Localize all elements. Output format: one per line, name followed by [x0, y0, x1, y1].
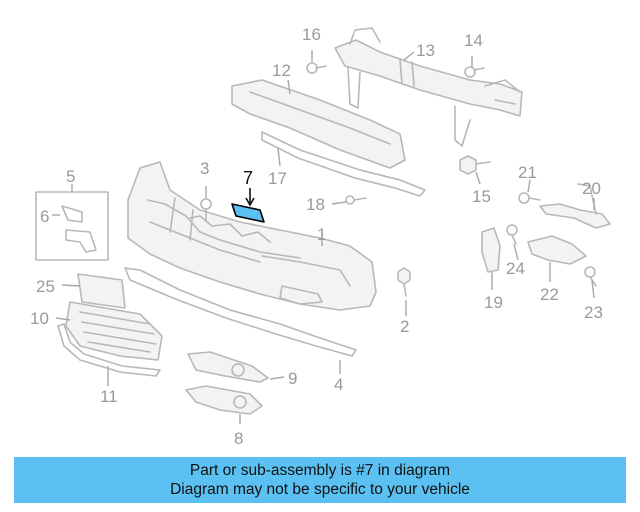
parts-diagram: 1 2 3 4 5 6 7 8 9 10 11 12 13 14 15 16 1…	[30, 25, 611, 448]
part-2-screw	[397, 267, 411, 297]
part-15-bolt	[459, 155, 491, 175]
callout-20: 20	[582, 179, 601, 198]
part-7-highlighted	[231, 203, 265, 223]
part-1-bumper-cover	[127, 161, 377, 311]
callout-11: 11	[100, 387, 118, 406]
callout-labels: 1 2 3 4 5 6 7 8 9 10 11 12 13 14 15 16 1…	[30, 25, 603, 448]
callout-17: 17	[268, 169, 287, 188]
callout-23: 23	[584, 303, 603, 322]
part-18-clip	[345, 195, 367, 205]
callout-9: 9	[288, 369, 297, 388]
callout-14: 14	[464, 31, 483, 50]
part-25-plate	[77, 273, 126, 309]
callout-5: 5	[66, 167, 75, 186]
part-12-energy-absorber	[231, 79, 406, 169]
part-17-upper-strip	[261, 131, 426, 197]
callout-22: 22	[540, 285, 559, 304]
banner-line-1: Part or sub-assembly is #7 in diagram	[189, 462, 451, 479]
callout-21: 21	[518, 163, 537, 182]
part-4-lower-strip	[124, 267, 357, 357]
callout-4: 4	[334, 375, 343, 394]
part-24-clip	[506, 224, 518, 245]
callout-16: 16	[302, 25, 321, 44]
callout-24: 24	[506, 259, 525, 278]
callout-2: 2	[400, 317, 409, 336]
callout-25: 25	[36, 277, 55, 296]
callout-3: 3	[200, 159, 209, 178]
part-11-grille-trim	[57, 323, 161, 377]
part-21-clip	[518, 192, 541, 204]
part-23-clip	[584, 266, 597, 287]
part-13-reinforcement-beam	[334, 27, 523, 147]
part-10-lower-grille	[65, 301, 163, 361]
callout-12: 12	[272, 61, 291, 80]
banner-line-2: Diagram may not be specific to your vehi…	[170, 481, 470, 498]
part-22-corner-bracket	[527, 235, 587, 265]
part-14-screw	[464, 66, 485, 78]
part-19-side-bracket	[481, 227, 501, 273]
callout-15: 15	[472, 187, 491, 206]
part-8-fog-bracket	[185, 385, 263, 415]
callout-18: 18	[306, 195, 325, 214]
callout-10: 10	[30, 309, 49, 328]
part-3-clip	[200, 198, 212, 221]
leader-lines	[52, 50, 595, 424]
part-9-fog-bezel	[187, 351, 269, 383]
callout-7: 7	[243, 168, 253, 188]
callout-13: 13	[416, 41, 435, 60]
callout-6: 6	[40, 207, 49, 226]
part-5-bracket-group	[35, 191, 109, 261]
callout-1: 1	[317, 225, 326, 244]
part-16-screw	[306, 62, 327, 74]
callout-8: 8	[234, 429, 243, 448]
callout-19: 19	[484, 293, 503, 312]
info-banner: Part or sub-assembly is #7 in diagram Di…	[14, 457, 626, 503]
